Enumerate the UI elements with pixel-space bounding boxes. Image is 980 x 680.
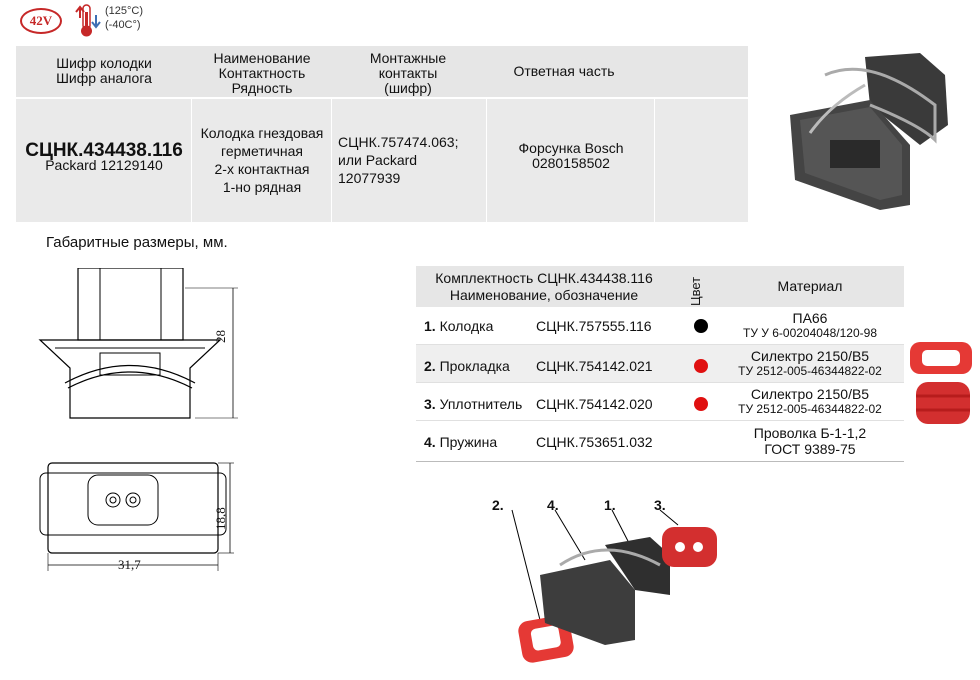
material: Силектро 2150/В5 ТУ 2512-005-46344822-02 — [710, 348, 910, 378]
temperature-range: (125°C) (-40С°) — [105, 4, 143, 32]
code-cell: СЦНК.434438.116 Packard 12129140 — [16, 140, 192, 173]
color-dot — [694, 359, 708, 373]
row-name: Пружина — [439, 434, 498, 450]
name-line2: герметичная — [221, 143, 303, 159]
header-contacts-line3: (шифр) — [384, 80, 432, 96]
dimension-height: 28 — [213, 330, 228, 343]
analog-code: Packard 12129140 — [45, 157, 163, 173]
drawing-top-view — [28, 455, 238, 585]
header-code-line2: Шифр аналога — [56, 70, 152, 86]
color-dot — [694, 397, 708, 411]
table-row: 2. Прокладка СЦНК.754142.021 Силектро 21… — [416, 345, 904, 383]
component-code: СЦНК.757555.116 — [536, 318, 652, 334]
table-row: 4. Пружина СЦНК.753651.032 Проволка Б-1-… — [416, 421, 904, 462]
name-line3: 2-х контактная — [214, 161, 310, 177]
drawing-side-view — [30, 267, 250, 438]
mate-line1: Форсунка Bosch — [518, 140, 624, 156]
header-name-line3: Рядность — [231, 80, 293, 96]
exploded-view — [510, 505, 740, 680]
callout-spring: 4. — [547, 497, 559, 513]
name-cell: Колодка гнездовая герметичная 2-х контак… — [192, 124, 332, 196]
component-name: 2. Прокладка — [424, 358, 510, 374]
header-name-line1: Наименование — [213, 50, 311, 66]
row-name: Прокладка — [439, 358, 510, 374]
component-code: СЦНК.754142.021 — [536, 358, 653, 374]
divider — [331, 99, 332, 222]
component-code: СЦНК.754142.020 — [536, 396, 653, 412]
row-number: 2. — [424, 358, 436, 374]
material-line1: ПА66 — [792, 310, 828, 326]
divider — [654, 99, 655, 222]
table-row: 3. Уплотнитель СЦНК.754142.020 Силектро … — [416, 383, 904, 421]
component-name: 4. Пружина — [424, 434, 497, 450]
callout-housing: 1. — [604, 497, 616, 513]
material-line2: ТУ 2512-005-46344822-02 — [738, 402, 882, 416]
row-number: 4. — [424, 434, 436, 450]
name-line4: 1-но рядная — [222, 179, 302, 195]
components-title-line2: Наименование, обозначение — [449, 287, 639, 303]
material-line2: ТУ У 6-00204048/120-98 — [742, 326, 877, 340]
contacts-cell: СЦНК.757474.063; или Packard 12077939 — [338, 133, 488, 187]
components-title: Комплектность СЦНК.434438.116 Наименован… — [416, 270, 672, 304]
connector-code: СЦНК.434438.116 — [25, 140, 183, 161]
component-name: 3. Уплотнитель — [424, 396, 522, 412]
dimension-depth: 18,8 — [213, 507, 228, 530]
material-line2: ГОСТ 9389-75 — [764, 441, 856, 457]
component-code: СЦНК.753651.032 — [536, 434, 653, 450]
header-code: Шифр колодки Шифр аналога — [16, 56, 192, 86]
voltage-badge: 42V — [20, 8, 62, 34]
row-name: Колодка — [439, 318, 494, 334]
temp-high: (125°C) — [105, 5, 144, 17]
material-line1: Проволка Б-1-1,2 — [753, 425, 867, 441]
material-line1: Силектро 2150/В5 — [750, 348, 870, 364]
row-name: Уплотнитель — [439, 396, 523, 412]
main-table-row: СЦНК.434438.116 Packard 12129140 Колодка… — [16, 99, 748, 222]
material-line2: ТУ 2512-005-46344822-02 — [738, 364, 882, 378]
header-name-line2: Контактность — [218, 65, 306, 81]
seal-picture — [912, 378, 974, 433]
divider — [486, 99, 487, 222]
row-number: 1. — [424, 318, 436, 334]
material-header: Материал — [777, 278, 843, 294]
contacts-line3: 12077939 — [338, 170, 401, 186]
header-contacts-line2: контакты — [378, 65, 438, 81]
color-header: Цвет — [688, 276, 703, 306]
callout-seal: 3. — [654, 497, 666, 513]
contacts-line1: СЦНК.757474.063; — [338, 134, 459, 150]
table-row: 1. Колодка СЦНК.757555.116 ПА66 ТУ У 6-0… — [416, 307, 904, 345]
header-mate: Ответная часть — [513, 63, 615, 79]
dimensions-title: Габаритные размеры, мм. — [46, 234, 228, 251]
mate-line2: 0280158502 — [532, 155, 610, 171]
material: Проволка Б-1-1,2 ГОСТ 9389-75 — [710, 425, 910, 457]
header-contacts: Монтажные контакты (шифр) — [332, 51, 484, 96]
name-line1: Колодка гнездовая — [200, 125, 324, 141]
row-number: 3. — [424, 396, 436, 412]
header-contacts-line1: Монтажные — [369, 50, 447, 66]
header-code-line1: Шифр колодки — [56, 55, 152, 71]
color-dot — [694, 319, 708, 333]
material-line1: Силектро 2150/В5 — [750, 386, 870, 402]
main-table-header: Шифр колодки Шифр аналога Наименование К… — [16, 46, 748, 97]
gasket-picture — [906, 338, 976, 383]
mate-cell: Форсунка Bosch 0280158502 — [487, 141, 655, 171]
material: ПА66 ТУ У 6-00204048/120-98 — [710, 310, 910, 340]
component-name: 1. Колодка — [424, 318, 493, 334]
thermometer-icon — [70, 2, 102, 43]
components-header: Комплектность СЦНК.434438.116 Наименован… — [416, 266, 904, 307]
temp-low: (-40С°) — [105, 19, 141, 31]
components-title-line1: Комплектность СЦНК.434438.116 — [435, 270, 653, 286]
dimension-width: 31,7 — [118, 557, 141, 572]
connector-photo — [770, 45, 970, 220]
header-name: Наименование Контактность Рядность — [192, 51, 332, 96]
callout-gasket: 2. — [492, 497, 504, 513]
divider — [191, 99, 192, 222]
contacts-line2: или Packard — [338, 152, 418, 168]
material: Силектро 2150/В5 ТУ 2512-005-46344822-02 — [710, 386, 910, 416]
